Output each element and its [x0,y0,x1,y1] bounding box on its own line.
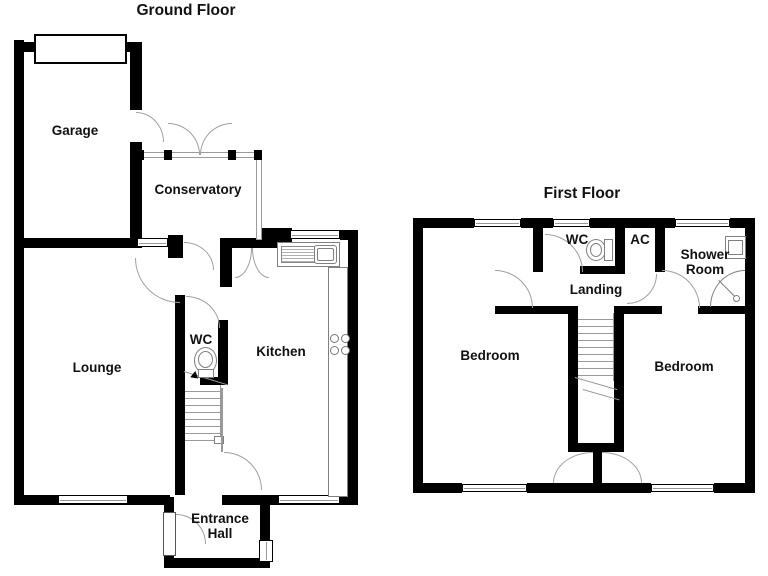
wall [698,306,745,314]
wall [615,228,625,272]
hob-burner [341,346,350,355]
window [137,238,168,247]
wall [745,218,755,493]
wall [24,238,137,248]
wall [533,228,543,272]
staircase-first [578,313,614,381]
wall [175,295,185,495]
room-label-garage: Garage [51,123,99,138]
window [259,540,273,562]
staircase-ground [185,385,221,443]
stair-newel [214,436,224,444]
door-arc [136,112,164,142]
wall [260,505,270,568]
sink-bowl [728,240,743,255]
first-floor-title: First Floor [543,185,621,202]
wall [164,558,270,568]
room-label-lounge: Lounge [72,360,122,375]
french-door-arc [168,123,200,155]
window [58,495,128,504]
room-label-wc-first: WC [565,232,589,247]
door-arc [184,242,214,270]
wall [254,150,262,160]
stair-direction-arrow [188,371,199,381]
room-label-entrance-hall: Entrance Hall [191,511,249,541]
french-door-arc [235,248,252,278]
window [474,219,521,227]
wall [218,320,228,385]
wall [413,218,474,228]
window [553,219,590,227]
wall [593,452,602,493]
french-door-arc [200,123,232,155]
room-label-shower-room: Shower Room [680,247,730,277]
wall [130,142,142,248]
wall [228,150,236,160]
wall [168,235,183,258]
door-arc [495,270,533,308]
wall [730,218,755,228]
hob-burner [341,334,350,343]
window [278,495,340,504]
sink-bowl [317,248,334,261]
wall [521,218,553,228]
door-arc [135,258,180,303]
window [290,230,340,239]
toilet-bowl [590,243,602,257]
wall [14,40,24,505]
door-arc [186,296,220,328]
hob-burner [330,334,339,343]
wall [714,483,755,493]
wall [572,443,622,452]
wall [413,218,423,493]
door-arc [553,452,593,483]
toilet-cistern [198,369,214,378]
room-label-wc-ground: WC [189,332,213,347]
hob-burner [330,346,339,355]
wall [232,238,273,248]
ground-floor-title: Ground Floor [136,2,236,19]
window [462,484,527,492]
door-arc [602,452,642,483]
partition-line [221,388,223,452]
sink-drainer [281,246,315,263]
room-label-kitchen: Kitchen [256,344,306,359]
room-label-conservatory: Conservatory [154,182,242,197]
toilet-bowl [198,351,213,368]
door-arc [224,452,262,490]
room-label-bedroom-left: Bedroom [460,348,520,363]
wall [348,230,358,505]
toilet-cistern [604,239,613,261]
room-label-landing: Landing [569,282,623,297]
french-door-arc [252,248,269,278]
wall [624,306,662,314]
wall [568,306,578,452]
conservatory-glass-wall [256,152,262,240]
wall [580,266,625,274]
room-label-ac: AC [630,232,650,247]
window [675,219,730,227]
front-door [163,512,176,556]
wall [164,150,172,160]
wall [130,42,142,110]
wall [614,306,624,452]
wall [590,218,675,228]
wall [136,150,144,160]
room-label-bedroom-right: Bedroom [654,359,714,374]
wall [527,483,651,493]
kitchen-counter [328,267,348,497]
wall [220,238,232,287]
wall [413,483,462,493]
window [651,484,714,492]
wall [495,306,578,314]
shower-drain [733,295,740,302]
wall [655,228,665,272]
garage-door [34,34,127,64]
